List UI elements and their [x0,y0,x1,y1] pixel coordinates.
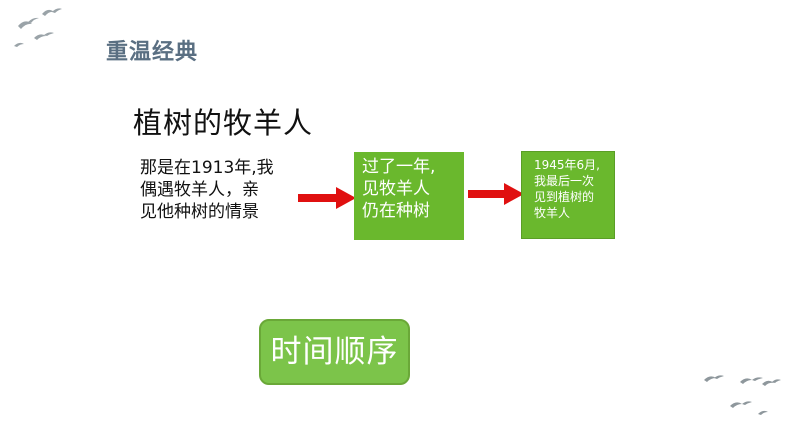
flow-step-box-2: 1945年6月, 我最后一次 见到植树的 牧羊人 [521,151,615,239]
arrow-right-icon [468,183,524,205]
conclusion-box: 时间顺序 [259,319,410,385]
page-title: 植树的牧羊人 [133,106,314,140]
arrow-right-icon [298,187,356,209]
birds-decoration-top-left [14,8,62,47]
birds-decoration-bottom-right [704,375,781,415]
flow-intro-text: 那是在1913年,我 偶遇牧羊人，亲 见他种树的情景 [140,158,274,222]
section-title: 重温经典 [106,40,199,65]
flow-step-box-1: 过了一年, 见牧羊人 仍在种树 [354,152,464,240]
